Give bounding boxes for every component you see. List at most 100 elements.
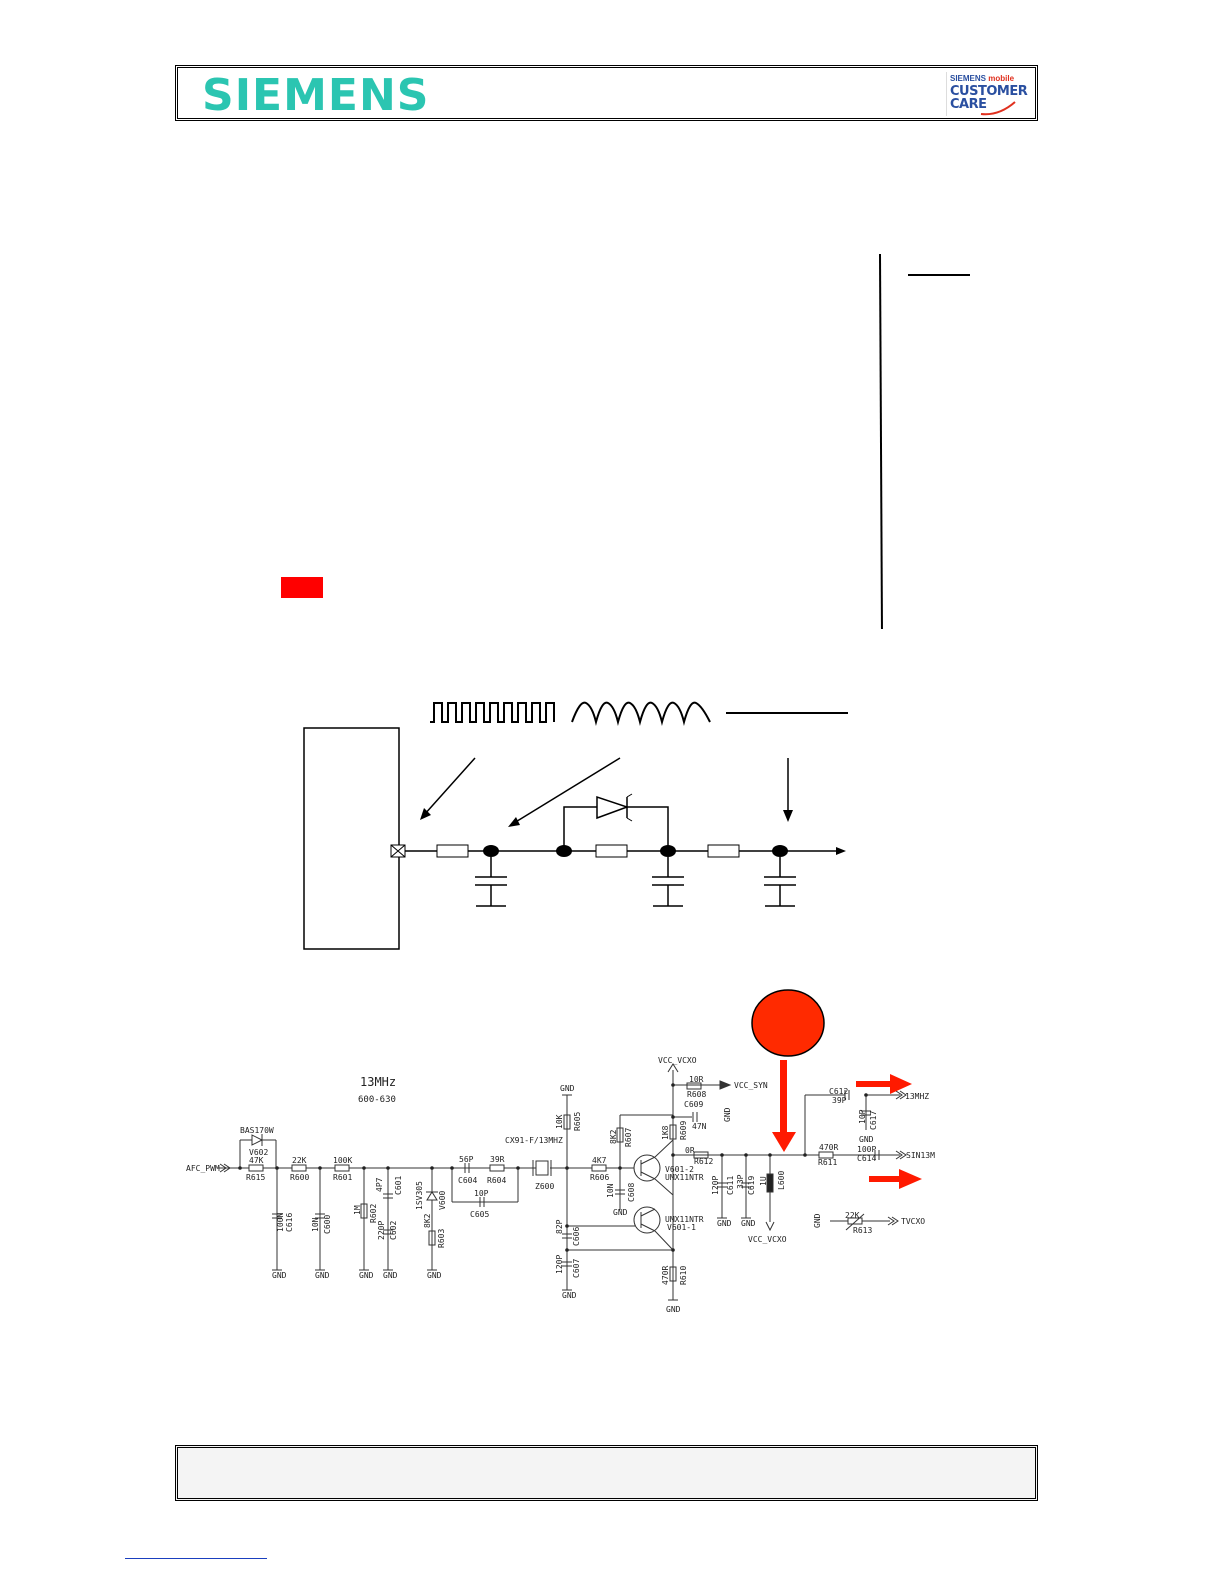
label-r612: R612 <box>694 1157 713 1166</box>
resistor-2 <box>595 844 628 858</box>
label-umx-a: UMX11NTR <box>665 1173 704 1182</box>
label-r604: R604 <box>487 1176 506 1185</box>
label-r605: R605 <box>573 1112 582 1131</box>
label-gnd-5: GND <box>427 1271 442 1280</box>
label-c601: C601 <box>394 1176 403 1195</box>
label-r608: R608 <box>687 1090 706 1099</box>
label-r615v: 47K <box>249 1156 264 1165</box>
label-r612v: 0R <box>685 1146 695 1155</box>
red-arrow-right-1 <box>856 1081 892 1087</box>
resistor-1 <box>436 844 469 858</box>
label-v602: V602 <box>249 1148 268 1157</box>
label-l600v: 1U <box>759 1176 768 1186</box>
label-r610v: 470R <box>661 1266 670 1285</box>
siemens-logo: SIEMENS <box>202 70 430 121</box>
label-r603v: 8K2 <box>423 1213 432 1228</box>
label-v601-1: V601-1 <box>667 1223 696 1232</box>
label-r607v: 8K2 <box>609 1129 618 1144</box>
label-r605v: 10K <box>555 1114 564 1129</box>
label-c600v: 10N <box>311 1217 320 1232</box>
label-crystal: CX91-F/13MHZ <box>505 1136 563 1145</box>
label-c607v: 120P <box>555 1255 564 1274</box>
label-c607: C607 <box>572 1259 581 1278</box>
label-r601: R601 <box>333 1173 352 1182</box>
label-c617: C617 <box>869 1111 878 1130</box>
varactor-diode <box>596 795 630 820</box>
label-c609v: 47N <box>692 1122 707 1131</box>
label-c619: C619 <box>747 1176 756 1195</box>
label-c612v: 39P <box>832 1096 847 1105</box>
label-gnd-2: GND <box>315 1271 330 1280</box>
label-r613: R613 <box>853 1226 872 1235</box>
label-vcc-vcxo-bot: VCC_VCXO <box>748 1235 787 1244</box>
label-r600: R600 <box>290 1173 309 1182</box>
label-r601v: 100K <box>333 1156 352 1165</box>
red-arrow-right-2 <box>869 1176 901 1182</box>
label-r602: R602 <box>369 1204 378 1223</box>
sine-wave <box>571 701 711 726</box>
label-r608v: 10R <box>689 1075 704 1084</box>
label-z600: Z600 <box>535 1182 554 1191</box>
label-out-sin13m: SIN13M <box>906 1151 935 1160</box>
label-gnd-14: GND <box>813 1213 822 1228</box>
label-c614: C614 <box>857 1154 876 1163</box>
label-l600: L600 <box>777 1171 786 1190</box>
label-r609: R609 <box>679 1121 688 1140</box>
label-r603: R603 <box>437 1229 446 1248</box>
label-v600v: 1SV305 <box>415 1181 424 1210</box>
label-c612: C612 <box>829 1087 848 1096</box>
label-c601v: 4P7 <box>375 1177 384 1192</box>
label-gnd-1: GND <box>272 1271 287 1280</box>
label-out-13mhz: 13MHZ <box>905 1092 929 1101</box>
swoosh-icon <box>980 101 1016 116</box>
customer-care-logo: SIEMENS mobile CUSTOMER CARE <box>946 72 1029 116</box>
label-r610: R610 <box>679 1266 688 1285</box>
label-gnd-10: GND <box>717 1219 732 1228</box>
label-gnd-6: GND <box>560 1084 575 1093</box>
red-highlight-box <box>281 577 323 598</box>
label-afc: AFC_PWM <box>186 1164 220 1173</box>
label-umx-b: UMX11NTR <box>665 1215 704 1224</box>
label-vcc-syn: VCC_SYN <box>734 1081 768 1090</box>
label-r615: R615 <box>246 1173 265 1182</box>
label-r611v: 470R <box>819 1143 838 1152</box>
margin-dash <box>908 274 970 276</box>
ic-block <box>303 727 400 950</box>
square-wave <box>430 702 555 723</box>
label-c605v: 10P <box>474 1189 489 1198</box>
schematic-title: 13MHz <box>360 1075 396 1089</box>
label-gnd-11: GND <box>741 1219 756 1228</box>
resistor-3 <box>707 844 740 858</box>
schematic-subtitle: 600-630 <box>358 1095 396 1105</box>
label-c619v: 33P <box>736 1174 745 1189</box>
label-gnd-3: GND <box>359 1271 374 1280</box>
label-r607: R607 <box>624 1128 633 1147</box>
label-c611: C611 <box>726 1176 735 1195</box>
label-r602v: 1M <box>353 1205 362 1215</box>
signal-path-diagram <box>303 701 848 950</box>
label-r609v: 1K8 <box>661 1125 670 1140</box>
red-marker-circle <box>751 989 825 1057</box>
label-c617v: 10P <box>858 1109 867 1124</box>
label-out-tvcxo: TVCXO <box>901 1217 925 1226</box>
label-c602: C602 <box>389 1221 398 1240</box>
label-c606v: 82P <box>555 1219 564 1234</box>
label-v601-2: V601-2 <box>665 1165 694 1174</box>
label-r604v: 39R <box>490 1155 505 1164</box>
label-r611: R611 <box>818 1158 837 1167</box>
label-vcc-vcxo-top: VCC_VCXO <box>658 1056 697 1065</box>
label-c614v: 100P <box>857 1145 876 1154</box>
label-gnd-4: GND <box>383 1271 398 1280</box>
label-gnd-13: GND <box>859 1135 874 1144</box>
label-c608v: 10N <box>606 1183 615 1198</box>
label-c602v: 220P <box>377 1221 386 1240</box>
header-banner: SIEMENS SIEMENS mobile CUSTOMER CARE <box>175 65 1038 121</box>
label-c604v: 56P <box>459 1155 474 1164</box>
label-v600: V600 <box>438 1191 447 1210</box>
label-c600: C600 <box>323 1215 332 1234</box>
label-r606: R606 <box>590 1173 609 1182</box>
red-arrow-down <box>780 1060 787 1135</box>
label-c616: C616 <box>285 1213 294 1232</box>
footer-link-underline[interactable] <box>125 1558 267 1559</box>
